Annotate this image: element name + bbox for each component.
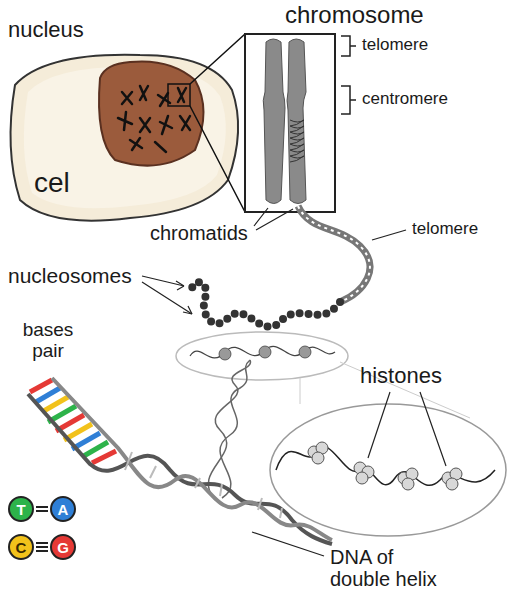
- centromere-label: centromere: [362, 90, 448, 109]
- bases-pair-label: bases pair: [12, 320, 84, 362]
- base-circle: T: [8, 496, 34, 522]
- chromosome-panel: [245, 34, 335, 212]
- thin-helix-b: [220, 360, 250, 498]
- helix-strand-a: [28, 394, 332, 544]
- nucleosomes-label: nucleosomes: [8, 264, 132, 287]
- chromatids-label: chromatids: [150, 222, 248, 244]
- ellipse-zoom-lines: [300, 362, 470, 418]
- telomere-bracket: [341, 36, 356, 56]
- telomere-leader: [372, 230, 406, 240]
- base-circle: A: [50, 496, 76, 522]
- histones-leaders: [368, 392, 446, 466]
- base-circle: C: [8, 534, 34, 560]
- bond-lines: [36, 507, 48, 511]
- helix-rungs: [125, 452, 282, 518]
- leader-heads: [176, 281, 192, 314]
- chromatin-fibre: [298, 206, 370, 302]
- base-letter: T: [16, 502, 25, 517]
- telomere-label: telomere: [362, 36, 428, 55]
- base-letter: C: [16, 540, 27, 555]
- small-chromosomes: [118, 86, 190, 152]
- telomere-label: telomere: [412, 220, 478, 239]
- bond-lines: [36, 543, 48, 551]
- zoom-ellipse-small: [176, 332, 348, 380]
- chromatid-right: [287, 39, 306, 204]
- nucleus-shape: [99, 61, 204, 165]
- chromatids-leaders: [254, 208, 293, 230]
- zoom-ellipse-large: [270, 404, 506, 536]
- histone-clusters: [308, 442, 462, 490]
- zoom-square: [168, 84, 190, 106]
- dna-label: DNA of double helix: [330, 546, 458, 590]
- cell-label: cel: [34, 168, 70, 199]
- cell-outline: [11, 55, 239, 221]
- centromere-bracket: [341, 86, 356, 114]
- zoom-lines: [190, 34, 245, 212]
- chromatid-left: [263, 39, 285, 204]
- nucleosome-beads: [192, 282, 340, 327]
- base-letter: G: [57, 540, 69, 555]
- nucleus-label: nucleus: [8, 18, 84, 42]
- base-letter: A: [58, 502, 69, 517]
- small-ellipse-strand: [190, 346, 335, 358]
- small-nucleosomes: [219, 346, 311, 360]
- chromatin-fibre-coil: [298, 206, 370, 302]
- base-pairs: [30, 380, 116, 463]
- thin-helix-a: [208, 360, 250, 500]
- helix-strand-b: [52, 378, 332, 540]
- dna-leader: [252, 532, 324, 556]
- chromosome-title: chromosome: [285, 2, 424, 28]
- nucleosomes-leaders: [142, 276, 192, 314]
- chromatid-coils: [290, 120, 304, 162]
- base-circle: G: [50, 534, 76, 560]
- histones-label: histones: [360, 364, 442, 388]
